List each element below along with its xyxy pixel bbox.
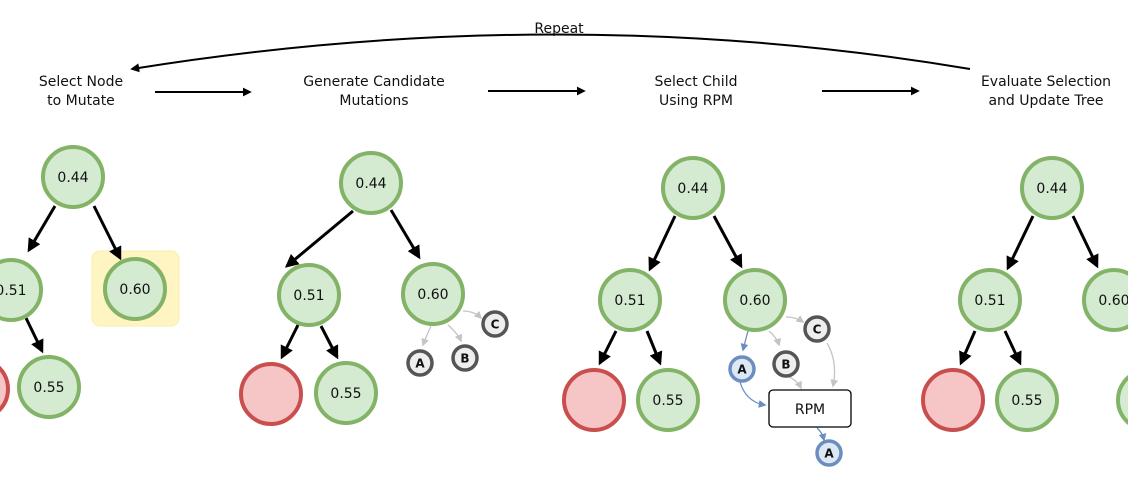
tree-node-leaf: 0.55 xyxy=(17,355,81,419)
tree-node-left: 0.51 xyxy=(958,268,1022,332)
svg-text:C: C xyxy=(813,323,822,337)
svg-text:0.51: 0.51 xyxy=(293,288,324,304)
tree-edge xyxy=(1003,330,1022,366)
svg-text:0.44: 0.44 xyxy=(355,176,386,192)
svg-text:A: A xyxy=(415,357,425,371)
candidate-to-rpm-arrow xyxy=(826,342,839,388)
rpm-output-arrow xyxy=(816,427,827,442)
panel-select-child: 0.44 0.51 0.60 0.55 A xyxy=(562,156,852,467)
candidate-arrow xyxy=(447,324,463,343)
tree-edge xyxy=(24,317,44,354)
tree-node-left: 0.51 xyxy=(277,263,341,327)
svg-text:0.60: 0.60 xyxy=(1098,293,1128,309)
tree-edge xyxy=(598,330,618,366)
tree-node-failed xyxy=(0,365,10,413)
candidate-c: C xyxy=(803,315,831,343)
svg-text:B: B xyxy=(781,358,790,372)
tree-node-leaf: 0.55 xyxy=(636,368,700,432)
tree-node-failed xyxy=(921,368,985,432)
tree-node-leaf: 0.55 xyxy=(995,368,1059,432)
tree-edge xyxy=(1006,215,1035,271)
svg-text:0.44: 0.44 xyxy=(1036,181,1067,197)
candidate-arrow xyxy=(421,325,432,347)
tree-edge xyxy=(319,325,339,360)
tree-node-failed xyxy=(239,362,303,426)
tree-node-new-child xyxy=(1116,375,1128,425)
tree-node-failed xyxy=(562,368,626,432)
candidate-arrow xyxy=(785,315,805,323)
repeat-arrow xyxy=(130,33,971,73)
tree-node-right-selected: 0.60 xyxy=(103,257,167,321)
tree-node-leaf: 0.55 xyxy=(314,361,378,425)
candidate-arrow xyxy=(768,330,782,347)
svg-text:0.55: 0.55 xyxy=(33,380,64,396)
selected-candidate-arrow xyxy=(740,330,749,352)
svg-text:0.51: 0.51 xyxy=(0,283,27,299)
tree-edge xyxy=(280,324,300,360)
svg-text:0.55: 0.55 xyxy=(1011,393,1042,409)
svg-text:B: B xyxy=(460,352,469,366)
candidate-a-selected: A xyxy=(728,355,756,383)
candidate-a: A xyxy=(406,349,434,377)
panel-generate-candidates: 0.44 0.51 0.60 0.55 A xyxy=(239,151,509,426)
tree-edge xyxy=(92,205,122,261)
svg-text:0.44: 0.44 xyxy=(57,170,88,186)
tree-node-root: 0.44 xyxy=(339,151,403,215)
svg-text:0.55: 0.55 xyxy=(330,386,361,402)
candidate-b: B xyxy=(451,344,479,372)
repeat-label: Repeat xyxy=(534,21,584,37)
svg-text:0.60: 0.60 xyxy=(417,287,448,303)
rpm-box: RPM xyxy=(768,389,852,428)
tree-edge xyxy=(645,330,663,366)
rpm-output-a: A xyxy=(815,439,843,467)
candidate-to-rpm-arrow xyxy=(739,381,767,408)
svg-text:0.51: 0.51 xyxy=(614,293,645,309)
svg-text:0.60: 0.60 xyxy=(119,282,150,298)
svg-text:A: A xyxy=(824,447,834,461)
tree-node-left: 0.51 xyxy=(0,258,43,322)
candidate-to-rpm-arrow xyxy=(786,375,802,390)
tree-node-root: 0.44 xyxy=(1020,156,1084,220)
tree-edge xyxy=(712,215,743,269)
tree-edge xyxy=(27,205,57,253)
svg-text:0.51: 0.51 xyxy=(974,293,1005,309)
tree-node-root: 0.44 xyxy=(661,156,725,220)
tree-edge xyxy=(389,209,421,260)
svg-text:C: C xyxy=(491,318,500,332)
tree-edge xyxy=(648,215,677,272)
candidate-b: B xyxy=(772,350,800,378)
svg-text:0.44: 0.44 xyxy=(677,181,708,197)
tree-node-right: 0.60 xyxy=(401,262,465,326)
svg-text:A: A xyxy=(737,363,747,377)
candidate-c: C xyxy=(481,310,509,338)
panel-evaluate-update: 0.44 0.51 0.60 0.55 xyxy=(921,156,1128,432)
svg-text:0.60: 0.60 xyxy=(739,293,770,309)
tree-edge xyxy=(959,330,977,366)
candidate-arrow xyxy=(462,310,483,320)
tree-edge xyxy=(1071,215,1099,269)
tree-edge xyxy=(284,209,354,268)
panel-select-node: 0.44 0.51 0.60 0.55 xyxy=(0,145,180,419)
tree-node-left: 0.51 xyxy=(598,268,662,332)
tree-node-right: 0.60 xyxy=(1082,268,1128,332)
tree-node-right: 0.60 xyxy=(723,268,787,332)
svg-text:RPM: RPM xyxy=(795,402,825,418)
svg-text:0.55: 0.55 xyxy=(652,393,683,409)
tree-node-root: 0.44 xyxy=(41,145,105,209)
